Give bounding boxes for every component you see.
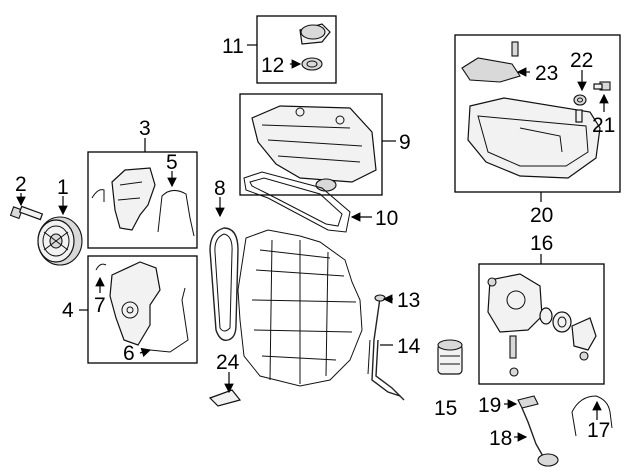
callout-10: 10 (375, 207, 398, 230)
callout-5: 5 (166, 151, 178, 174)
callout-23: 23 (535, 62, 558, 85)
callout-22: 22 (570, 49, 593, 72)
upper-timing-cover (91, 167, 156, 231)
box-oil-pan (454, 34, 621, 193)
oil-filler-cap (299, 23, 331, 71)
callout-11: 11 (222, 35, 244, 58)
callout-7: 7 (94, 294, 106, 317)
knock-sensor (208, 389, 242, 407)
callout-6: 6 (123, 342, 135, 365)
callout-19: 19 (478, 394, 501, 417)
timing-chain (209, 227, 239, 341)
dipstick-tube (367, 339, 405, 401)
box-valve-cover (239, 93, 383, 196)
drain-plug-washer (573, 94, 587, 123)
oil-pump (487, 273, 597, 377)
callout-18: 18 (489, 427, 512, 450)
dipstick (371, 294, 401, 397)
callout-1: 1 (57, 176, 69, 199)
callout-4: 4 (62, 299, 74, 322)
upper-cover-gasket (157, 190, 195, 237)
box-upper-timing-cover (87, 151, 198, 249)
callout-12: 12 (261, 54, 284, 77)
callout-21: 21 (592, 114, 615, 137)
pickup-gasket (517, 395, 539, 409)
pulley-bolt (9, 205, 44, 221)
callout-13: 13 (397, 289, 420, 312)
box-oil-filler-cap (256, 15, 337, 84)
engine-block (237, 229, 363, 387)
callout-8: 8 (214, 177, 226, 200)
callout-16: 16 (530, 232, 553, 255)
callout-2: 2 (15, 173, 27, 196)
oil-pan (467, 97, 601, 179)
callout-17: 17 (587, 419, 610, 442)
leader-lines (16, 44, 609, 442)
callout-20: 20 (530, 204, 553, 227)
lower-timing-cover (95, 261, 189, 353)
valve-cover (251, 105, 377, 192)
callout-24: 24 (216, 351, 240, 374)
valve-cover-gasket (243, 171, 351, 233)
callout-3: 3 (139, 117, 151, 140)
callout-9: 9 (399, 131, 411, 154)
oil-filter (437, 339, 463, 375)
oil-pan-baffle (461, 41, 521, 83)
oil-pickup-tube (521, 407, 559, 467)
callout-15: 15 (434, 397, 457, 420)
rear-seal-gasket (571, 395, 613, 437)
drain-plug (593, 81, 611, 91)
crankshaft-pulley (37, 216, 83, 266)
callout-14: 14 (397, 335, 421, 358)
